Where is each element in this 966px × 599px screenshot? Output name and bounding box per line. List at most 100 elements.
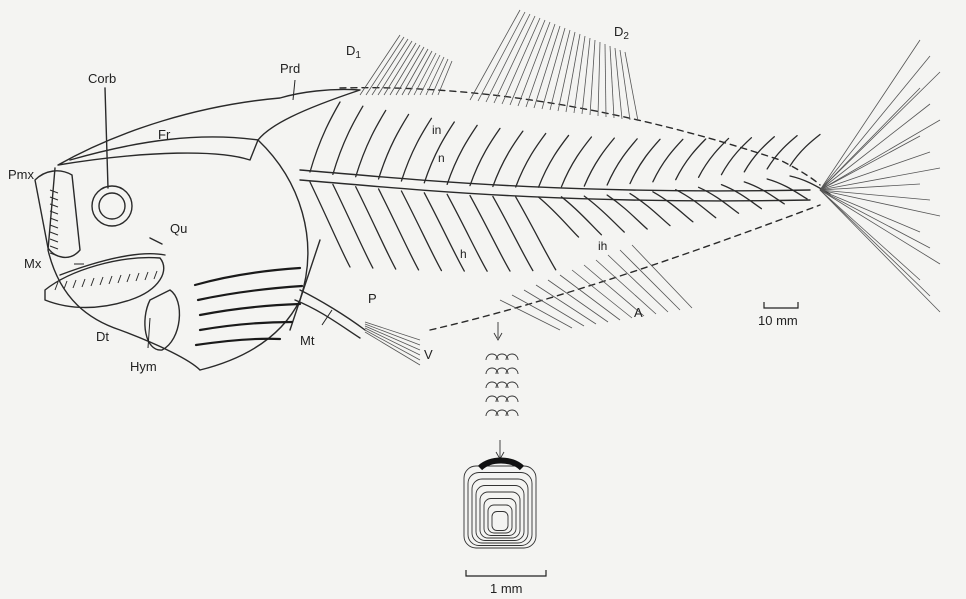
- neural-spine: [470, 128, 500, 185]
- haemal-spine: [447, 194, 487, 271]
- dorsal-fin-ray-1: [396, 47, 424, 95]
- dentary-tooth: [73, 280, 76, 288]
- pelvic-fin-ray: [365, 326, 420, 350]
- scale-growth-ring: [468, 473, 532, 546]
- dentary-tooth: [145, 272, 148, 280]
- neural-spine: [516, 133, 546, 187]
- label-pmx: Pmx: [8, 168, 34, 181]
- branchial-arch-3: [200, 304, 300, 315]
- caudal-fin-ray: [820, 72, 940, 190]
- dorsal-fin-ray-2: [470, 10, 520, 100]
- dentary-tooth: [64, 281, 67, 289]
- label-hym: Hym: [130, 360, 157, 373]
- dorsal-fin-ray-1: [414, 53, 436, 95]
- neural-spine: [401, 118, 431, 181]
- anal-fin-ray: [608, 255, 668, 312]
- neural-spine: [447, 125, 477, 184]
- dorsal-fin-ray-2: [625, 52, 638, 121]
- label-qu: Qu: [170, 222, 187, 235]
- branchial-arch-5: [196, 339, 280, 345]
- caudal-fin-ray: [820, 136, 920, 190]
- premaxilla-tooth: [50, 190, 58, 193]
- label-d1: D1: [346, 44, 361, 61]
- dentary-tooth: [154, 271, 157, 279]
- caudal-fin-ray: [820, 190, 940, 216]
- anal-fin-ray: [524, 290, 584, 326]
- premaxilla-tooth: [50, 197, 58, 200]
- haemal-spine: [424, 193, 464, 271]
- skull-outline: [58, 89, 360, 165]
- neural-spine: [493, 131, 523, 186]
- dentary-tooth: [136, 273, 139, 281]
- dentary-tooth: [91, 278, 94, 286]
- dorsal-fin-ray-2: [534, 26, 560, 108]
- haemal-spine: [561, 197, 601, 235]
- scale-detail: [464, 322, 536, 548]
- dentary-tooth: [109, 276, 112, 284]
- label-d1-letter: D: [346, 43, 355, 58]
- branchial-arch-2: [198, 286, 302, 300]
- caudal-fin-ray: [820, 40, 920, 190]
- dorsal-fin-ray-2: [620, 50, 630, 120]
- anal-fin-ray: [572, 270, 632, 318]
- dorsal-fin-ray-2: [605, 44, 606, 117]
- ventral-outline: [430, 205, 820, 330]
- label-d2-letter: D: [614, 24, 623, 39]
- dorsal-fin-ray-1: [426, 57, 444, 95]
- anal-fin-ray: [620, 250, 680, 310]
- operculum-outline: [200, 140, 308, 370]
- label-n: n: [438, 152, 445, 164]
- scale-growth-ring: [492, 512, 508, 531]
- haemal-spine: [356, 187, 396, 269]
- label-d2-sub: 2: [623, 31, 629, 42]
- haemal-spine: [379, 189, 419, 270]
- dentary-tooth: [100, 277, 103, 285]
- anal-fin-ray: [548, 280, 608, 322]
- premaxilla-tooth: [50, 246, 58, 249]
- label-d2: D2: [614, 25, 629, 42]
- caudal-fin-ray: [820, 190, 920, 232]
- label-in: in: [432, 124, 441, 136]
- haemal-spine: [333, 184, 373, 268]
- haemal-spine: [493, 196, 533, 270]
- neural-spine: [379, 114, 409, 178]
- label-d1-sub: 1: [355, 50, 361, 61]
- anal-fin-ray: [596, 260, 656, 314]
- neural-spine: [699, 138, 729, 177]
- qu-leader: [150, 238, 162, 244]
- haemal-spine: [539, 197, 579, 237]
- dorsal-fin-ray-2: [566, 34, 580, 112]
- scale-bar-10mm: [764, 302, 798, 308]
- neural-spine: [310, 102, 340, 172]
- neural-spine: [790, 135, 820, 167]
- orbit-outer: [92, 186, 132, 226]
- neural-spine: [333, 106, 363, 174]
- label-fr: Fr: [158, 128, 170, 141]
- dorsal-fin-ray-2: [502, 18, 540, 104]
- label-corb: Corb: [88, 72, 116, 85]
- label-mx: Mx: [24, 257, 41, 270]
- label-a: A: [634, 306, 643, 319]
- dorsal-fin-ray-2: [526, 24, 555, 107]
- scale-bar-1mm: [466, 570, 546, 576]
- label-dt: Dt: [96, 330, 109, 343]
- label-mt: Mt: [300, 334, 314, 347]
- label-v: V: [424, 348, 433, 361]
- haemal-spine: [470, 196, 510, 272]
- dorsal-fin-ray-1: [366, 37, 404, 95]
- corb-leader: [105, 88, 108, 188]
- caudal-fin-ray: [820, 104, 930, 190]
- premaxilla-tooth: [50, 239, 58, 242]
- label-p: P: [368, 292, 377, 305]
- cleithrum: [290, 240, 320, 330]
- anal-fin-ray: [536, 285, 596, 324]
- dorsal-fin-ray-2: [518, 22, 550, 106]
- caudal-fin-ray: [820, 56, 930, 190]
- head-lower: [48, 168, 200, 370]
- neural-spine: [767, 136, 797, 169]
- caudal-fin-ray: [820, 190, 940, 264]
- dorsal-fin-ray-2: [610, 46, 614, 118]
- pectoral-girdle: [295, 290, 365, 338]
